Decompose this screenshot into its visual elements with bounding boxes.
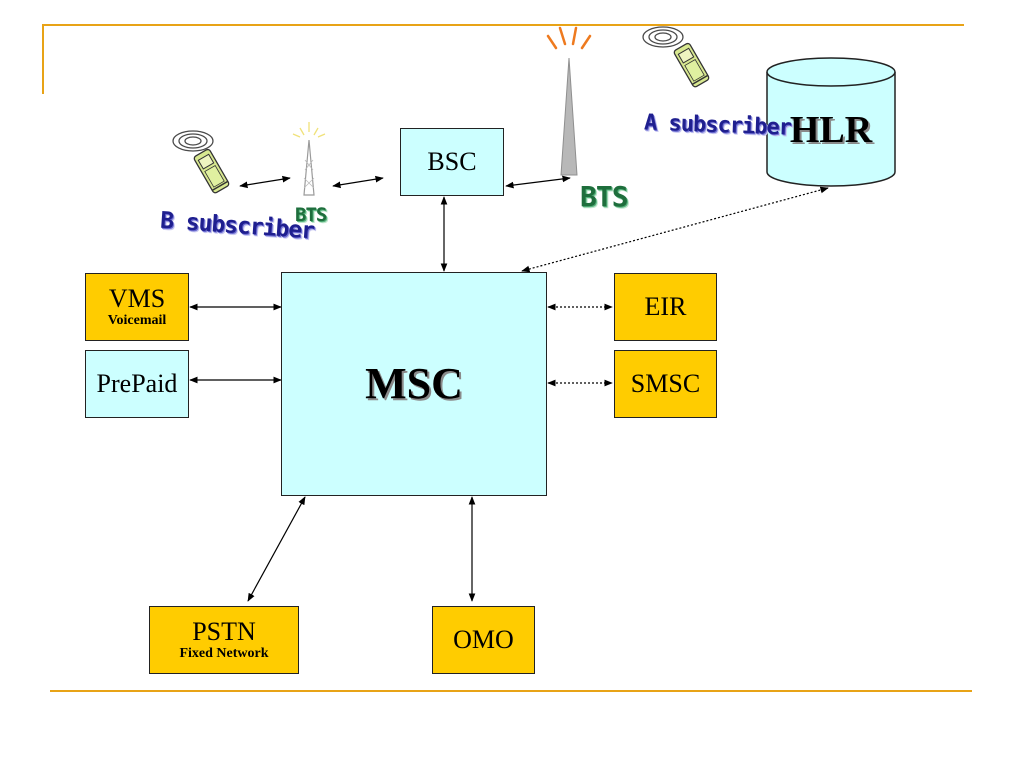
pstn-label: PSTN — [192, 617, 256, 646]
bts-left-label: BTS — [295, 204, 327, 226]
vms-node: VMS Voicemail — [85, 273, 189, 341]
mobile-phone-b-icon — [172, 130, 230, 194]
link-bsc-bts — [505, 175, 571, 189]
connection-lines — [189, 175, 829, 602]
pstn-node: PSTN Fixed Network — [149, 606, 299, 674]
bottom-rule — [50, 690, 972, 692]
link-pstn-msc — [247, 496, 306, 602]
link-phone-b-bts — [239, 175, 291, 189]
bsc-node: BSC — [400, 128, 504, 196]
a-subscriber-label: A subscriber — [643, 110, 792, 141]
prepaid-label: PrePaid — [96, 369, 178, 399]
omo-label: OMO — [453, 625, 514, 655]
left-rule — [42, 24, 44, 94]
eir-label: EIR — [644, 292, 687, 322]
link-hlr-msc — [521, 186, 829, 273]
smsc-label: SMSC — [630, 369, 701, 399]
vms-sublabel: Voicemail — [107, 313, 167, 329]
bts-tower-left-icon — [292, 122, 326, 196]
vms-label: VMS — [108, 284, 166, 313]
pstn-sublabel: Fixed Network — [179, 646, 269, 662]
prepaid-node: PrePaid — [85, 350, 189, 418]
omo-node: OMO — [432, 606, 535, 674]
smsc-node: SMSC — [614, 350, 717, 418]
hlr-database-icon — [766, 57, 896, 187]
hlr-label: HLR — [789, 109, 873, 151]
link-bts-bsc — [332, 175, 384, 189]
bsc-label: BSC — [427, 147, 477, 177]
mobile-phone-a-icon — [642, 26, 710, 88]
msc-node: MSC — [281, 272, 547, 496]
bts-tower-right-icon — [546, 26, 592, 176]
eir-node: EIR — [614, 273, 717, 341]
bts-right-label: BTS — [580, 180, 629, 213]
msc-label: MSC — [365, 358, 463, 408]
top-rule — [42, 24, 964, 26]
